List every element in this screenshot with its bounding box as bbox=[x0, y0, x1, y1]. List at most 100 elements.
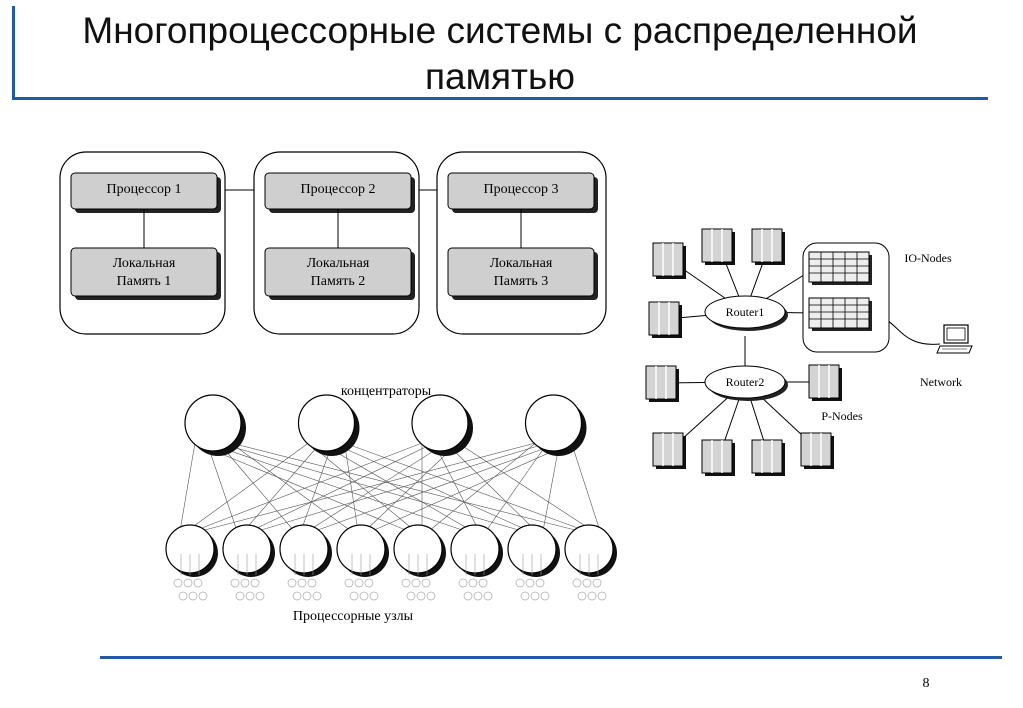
node-device bbox=[364, 578, 374, 588]
processor-label: Процессор 1 bbox=[106, 182, 181, 197]
memory-label-line2: Память 2 bbox=[311, 274, 366, 289]
io-node-box bbox=[808, 251, 870, 283]
hubs-label: концентраторы bbox=[341, 384, 432, 399]
node-device bbox=[297, 578, 307, 588]
node-device bbox=[463, 591, 473, 601]
io-node bbox=[808, 251, 872, 285]
mesh-link bbox=[542, 442, 560, 532]
hub-circle bbox=[524, 394, 583, 452]
p-node bbox=[652, 242, 686, 279]
mesh-link bbox=[206, 442, 466, 532]
p-node-box bbox=[808, 364, 840, 399]
mesh-link bbox=[571, 442, 601, 532]
node-device bbox=[520, 591, 530, 601]
node-device bbox=[587, 591, 597, 601]
node-device bbox=[369, 591, 379, 601]
node-device bbox=[530, 591, 540, 601]
monitor-screen bbox=[946, 327, 966, 341]
node-device bbox=[426, 591, 436, 601]
processor-nodes-label: Процессорные узлы bbox=[293, 609, 414, 624]
node-device bbox=[235, 591, 245, 601]
memory-label-line2: Память 1 bbox=[117, 274, 172, 289]
p-node-box bbox=[751, 439, 783, 474]
node-device bbox=[292, 591, 302, 601]
processor-node-circles bbox=[165, 524, 617, 601]
page-number: 8 bbox=[922, 676, 930, 691]
mesh-link bbox=[250, 442, 435, 532]
mesh-link bbox=[314, 442, 560, 532]
node-device bbox=[240, 578, 250, 588]
p-node-dividers bbox=[761, 229, 773, 262]
router2: Router2 bbox=[704, 365, 788, 401]
node-device bbox=[287, 578, 297, 588]
memory-node-1: Процессор 1 Локальная Память 1 bbox=[59, 151, 226, 335]
node-device bbox=[411, 578, 421, 588]
node-device bbox=[245, 591, 255, 601]
p-node-box bbox=[648, 301, 680, 336]
p-node bbox=[645, 365, 679, 402]
io-node-box bbox=[808, 297, 870, 329]
node-device bbox=[255, 591, 265, 601]
node-device bbox=[188, 591, 198, 601]
io-nodes-label: IO-Nodes bbox=[904, 251, 952, 265]
p-node bbox=[648, 301, 682, 338]
p-node-dividers bbox=[761, 440, 773, 473]
io-node-grid bbox=[809, 252, 869, 282]
mesh-link bbox=[300, 442, 333, 532]
p-node bbox=[800, 432, 834, 469]
node-device bbox=[421, 578, 431, 588]
mesh-link bbox=[485, 442, 548, 532]
node-device bbox=[525, 578, 535, 588]
node-device bbox=[302, 591, 312, 601]
node-device bbox=[250, 578, 260, 588]
processor-label: Процессор 2 bbox=[300, 182, 375, 197]
processor-label: Процессор 3 bbox=[483, 182, 558, 197]
p-node-dividers bbox=[711, 229, 723, 262]
node-device bbox=[577, 591, 587, 601]
router2-shape bbox=[704, 365, 786, 399]
node-device bbox=[193, 578, 203, 588]
node-device bbox=[178, 591, 188, 601]
router1-shape bbox=[704, 295, 786, 329]
memory-box bbox=[264, 247, 412, 297]
router1-label: Router1 bbox=[726, 305, 765, 319]
hub-circle bbox=[297, 394, 356, 452]
p-node-box bbox=[652, 432, 684, 467]
p-node bbox=[808, 364, 842, 401]
mesh-link bbox=[230, 442, 352, 532]
footer-rule bbox=[100, 656, 1002, 659]
p-node bbox=[701, 228, 735, 265]
node-device bbox=[198, 591, 208, 601]
p-node bbox=[701, 439, 735, 476]
p-node-dividers bbox=[658, 302, 670, 335]
io-node-grid bbox=[809, 298, 869, 328]
title-underline bbox=[12, 97, 988, 100]
memory-label-line2: Память 3 bbox=[494, 274, 549, 289]
memory-box bbox=[70, 247, 218, 297]
mesh-link bbox=[344, 442, 587, 532]
node-device bbox=[473, 591, 483, 601]
node-device bbox=[183, 578, 193, 588]
mesh-link bbox=[445, 442, 537, 532]
title-left-rule bbox=[12, 6, 15, 100]
router-network-diagram: Router1 Router2 IO-Nodes Network P-Nodes bbox=[645, 228, 973, 476]
p-node-dividers bbox=[655, 366, 667, 399]
p-node-box bbox=[645, 365, 677, 400]
mesh-link bbox=[193, 442, 423, 532]
memory-box bbox=[447, 247, 595, 297]
p-node-dividers bbox=[810, 433, 822, 466]
router2-label: Router2 bbox=[726, 375, 765, 389]
network-label: Network bbox=[920, 375, 962, 389]
mesh-link bbox=[179, 442, 196, 532]
mesh-link bbox=[194, 442, 409, 532]
mesh-link bbox=[371, 442, 572, 532]
memory-label-line1: Локальная bbox=[307, 256, 370, 271]
p-node-dividers bbox=[818, 365, 830, 398]
node-device bbox=[458, 578, 468, 588]
node-device bbox=[354, 578, 364, 588]
mesh-link bbox=[218, 442, 523, 532]
p-node bbox=[751, 439, 785, 476]
network-links bbox=[662, 245, 941, 458]
memory-node-2: Процессор 2 Локальная Память 2 bbox=[253, 151, 420, 335]
